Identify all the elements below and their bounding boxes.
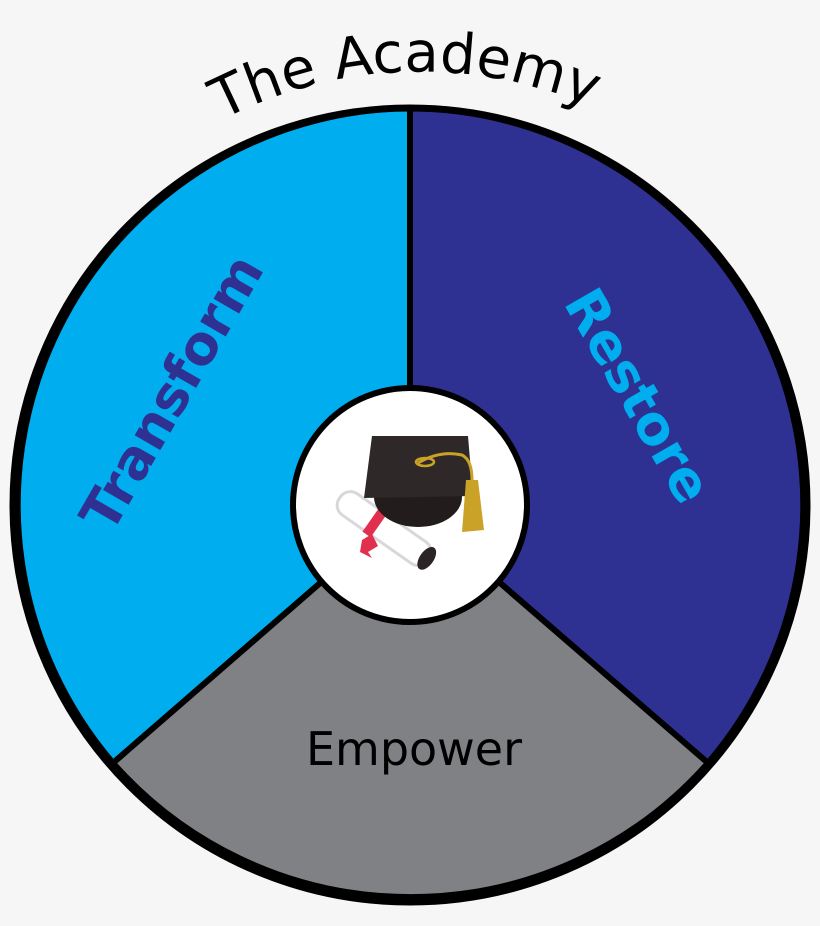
outer-rim — [9, 104, 811, 906]
segment-label-empower: Empower — [306, 722, 522, 776]
graduation-cap-and-diploma-icon — [335, 436, 484, 570]
segment-empower — [108, 501, 713, 901]
